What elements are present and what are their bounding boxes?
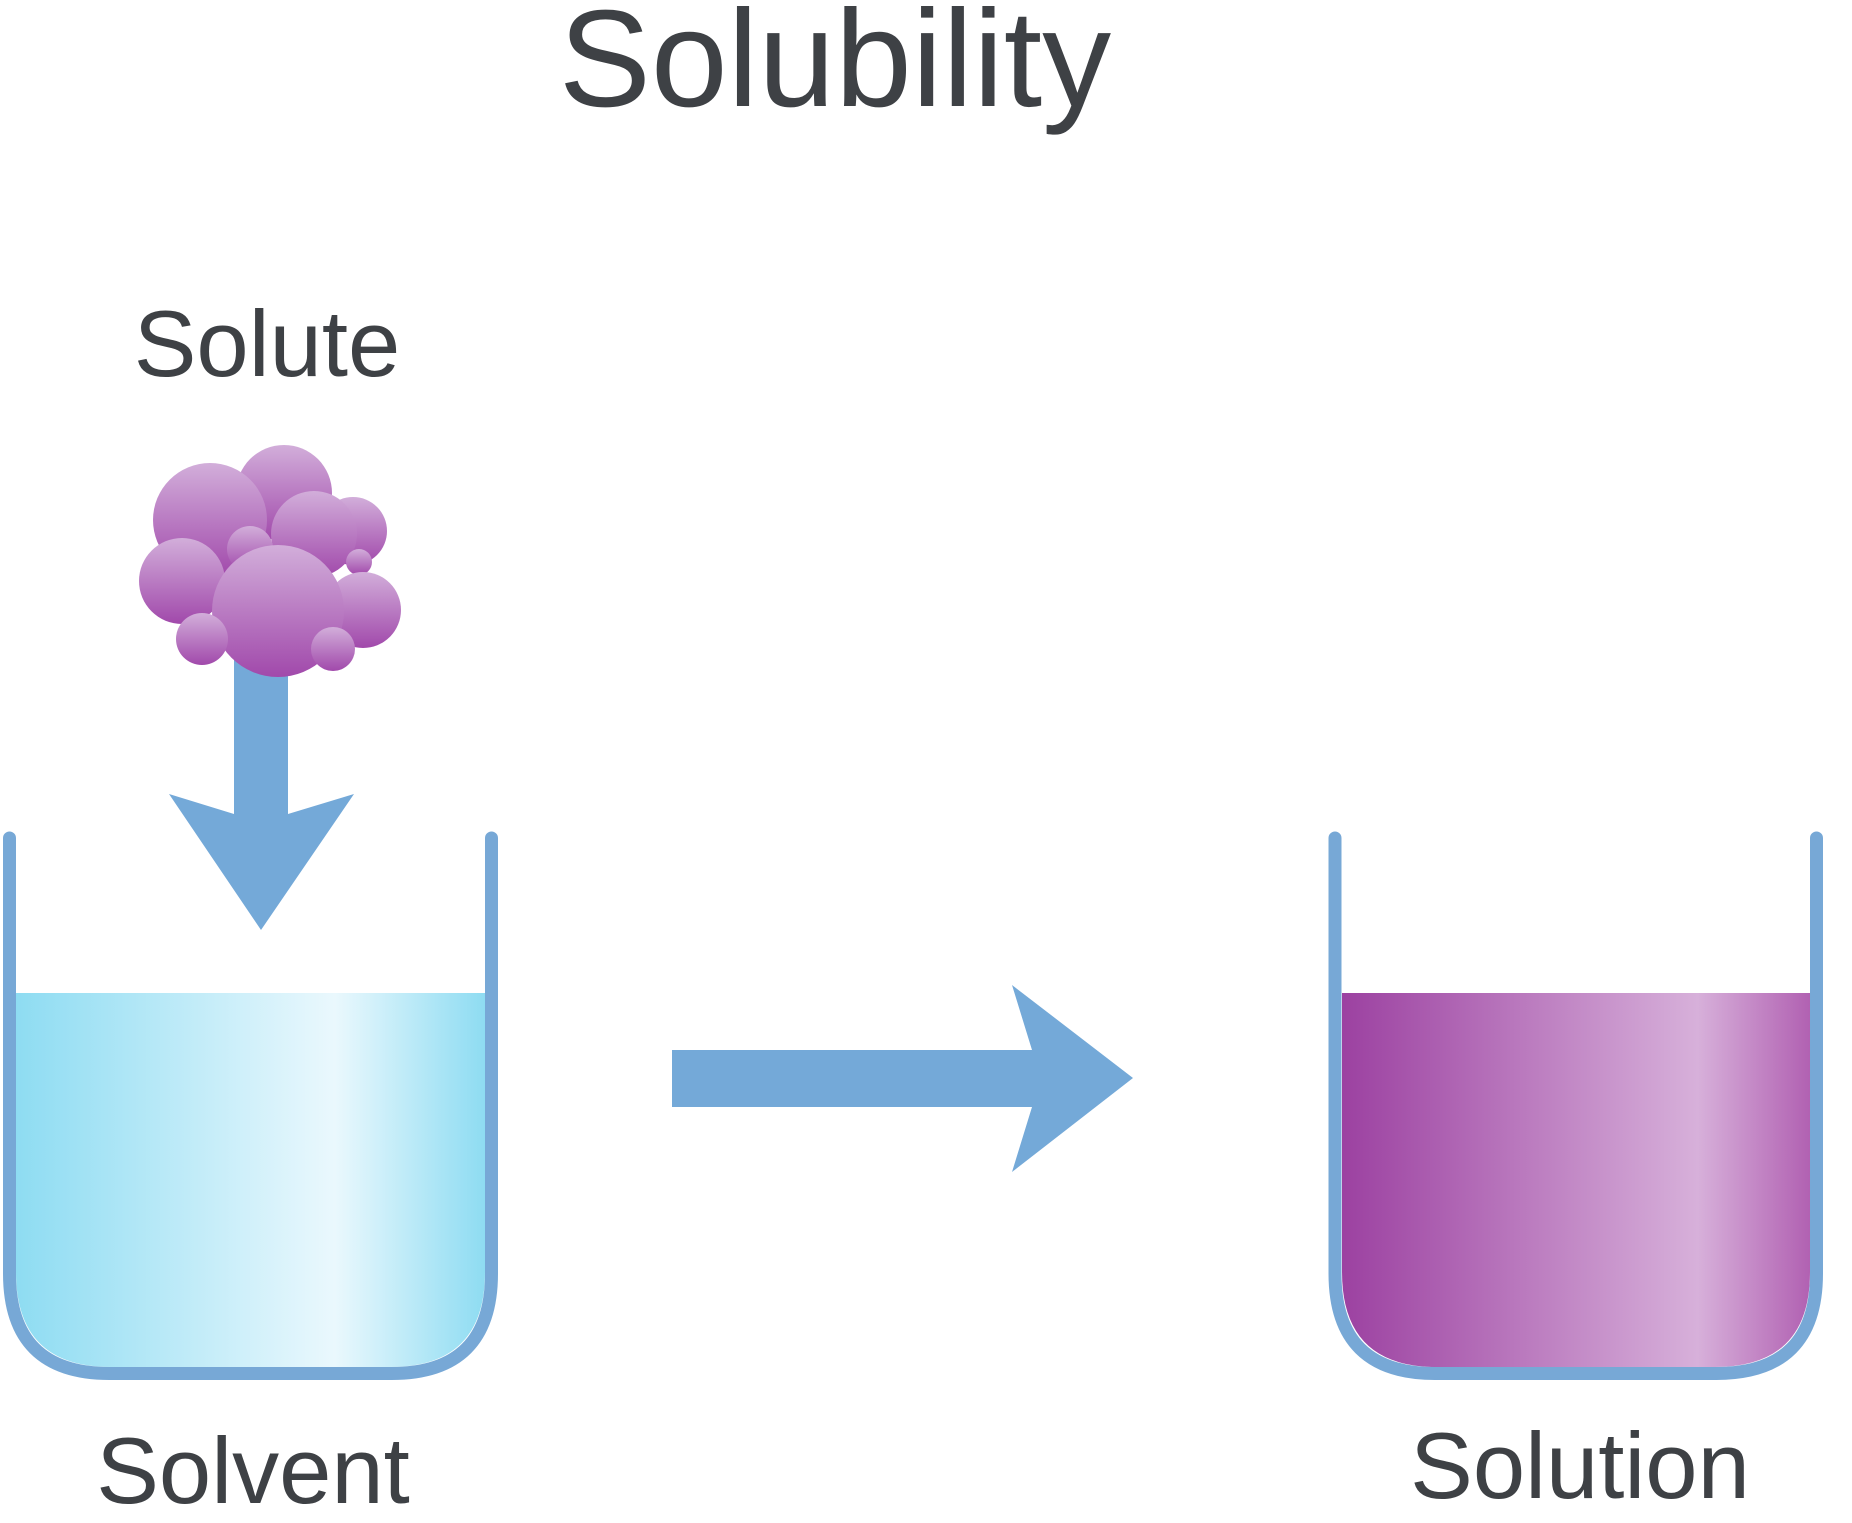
solute-sphere	[346, 549, 372, 575]
left-beaker-outline	[3, 831, 498, 1380]
solvent-label: Solvent	[96, 1418, 410, 1523]
down-arrow-icon	[169, 600, 354, 930]
solvent-liquid	[16, 993, 485, 1367]
solute-sphere	[212, 545, 344, 677]
solute-cluster	[139, 445, 401, 677]
solute-label: Solute	[133, 291, 401, 396]
solution-label: Solution	[1410, 1413, 1750, 1518]
solute-sphere	[325, 572, 401, 648]
right-beaker-outline	[1328, 831, 1823, 1380]
solute-sphere	[311, 627, 355, 671]
right-arrow-icon	[672, 985, 1133, 1172]
solution-liquid	[1342, 993, 1810, 1367]
solute-sphere	[139, 538, 225, 624]
solute-sphere	[176, 613, 228, 665]
page-title: Solubility	[558, 0, 1112, 136]
